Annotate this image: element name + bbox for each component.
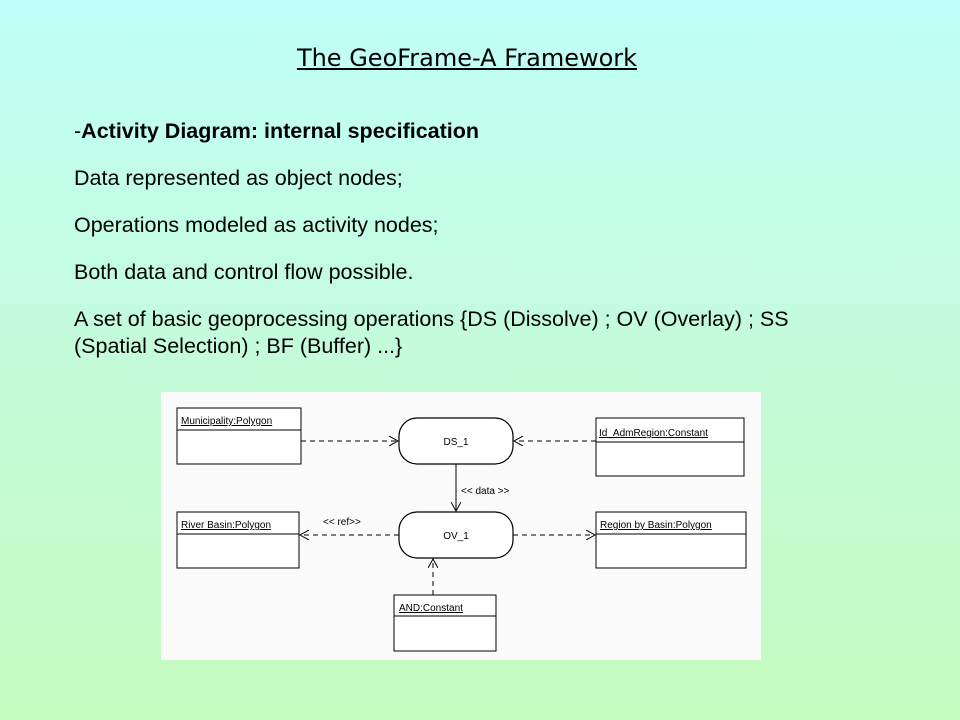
object-node-and-constant: AND:Constant [393,594,497,652]
object-node-river-basin: River Basin:Polygon [176,511,300,569]
bullet-list: -Activity Diagram: internal specificatio… [74,118,814,380]
object-node-region-by-basin: Region by Basin:Polygon [595,511,747,569]
bullet-heading: -Activity Diagram: internal specificatio… [74,118,814,145]
bullet-item-flow: Both data and control flow possible. [74,260,414,284]
activity-node-ov1-label: OV_1 [443,531,469,542]
object-node-municipality: Municipality:Polygon [176,407,302,465]
activity-node-ov1: OV_1 [398,511,514,559]
object-node-id-adm-region: Id_AdmRegion:Constant [595,417,745,477]
object-node-river-basin-label: River Basin:Polygon [181,520,271,531]
edge-label-data: << data >> [461,486,510,497]
slide-title: The GeoFrame-A Framework [296,44,638,72]
object-node-region-by-basin-label: Region by Basin:Polygon [600,520,712,531]
bullet-item-operations: A set of basic geoprocessing operations … [74,307,789,358]
bullet-item-activity-nodes: Operations modeled as activity nodes; [74,213,439,237]
activity-node-ds1-label: DS_1 [443,437,468,448]
activity-diagram: Municipality:Polygon Id_AdmRegion:Consta… [161,392,761,660]
edge-label-ref: << ref>> [323,517,361,528]
object-node-id-adm-region-label: Id_AdmRegion:Constant [599,428,708,439]
object-node-and-constant-label: AND:Constant [399,603,463,614]
bullet-dash: - [74,119,82,143]
bullet-item-object-nodes: Data represented as object nodes; [74,166,403,190]
object-node-municipality-label: Municipality:Polygon [181,416,272,427]
activity-node-ds1: DS_1 [398,417,514,465]
bullet-heading-text: Activity Diagram: internal specification [81,119,480,143]
